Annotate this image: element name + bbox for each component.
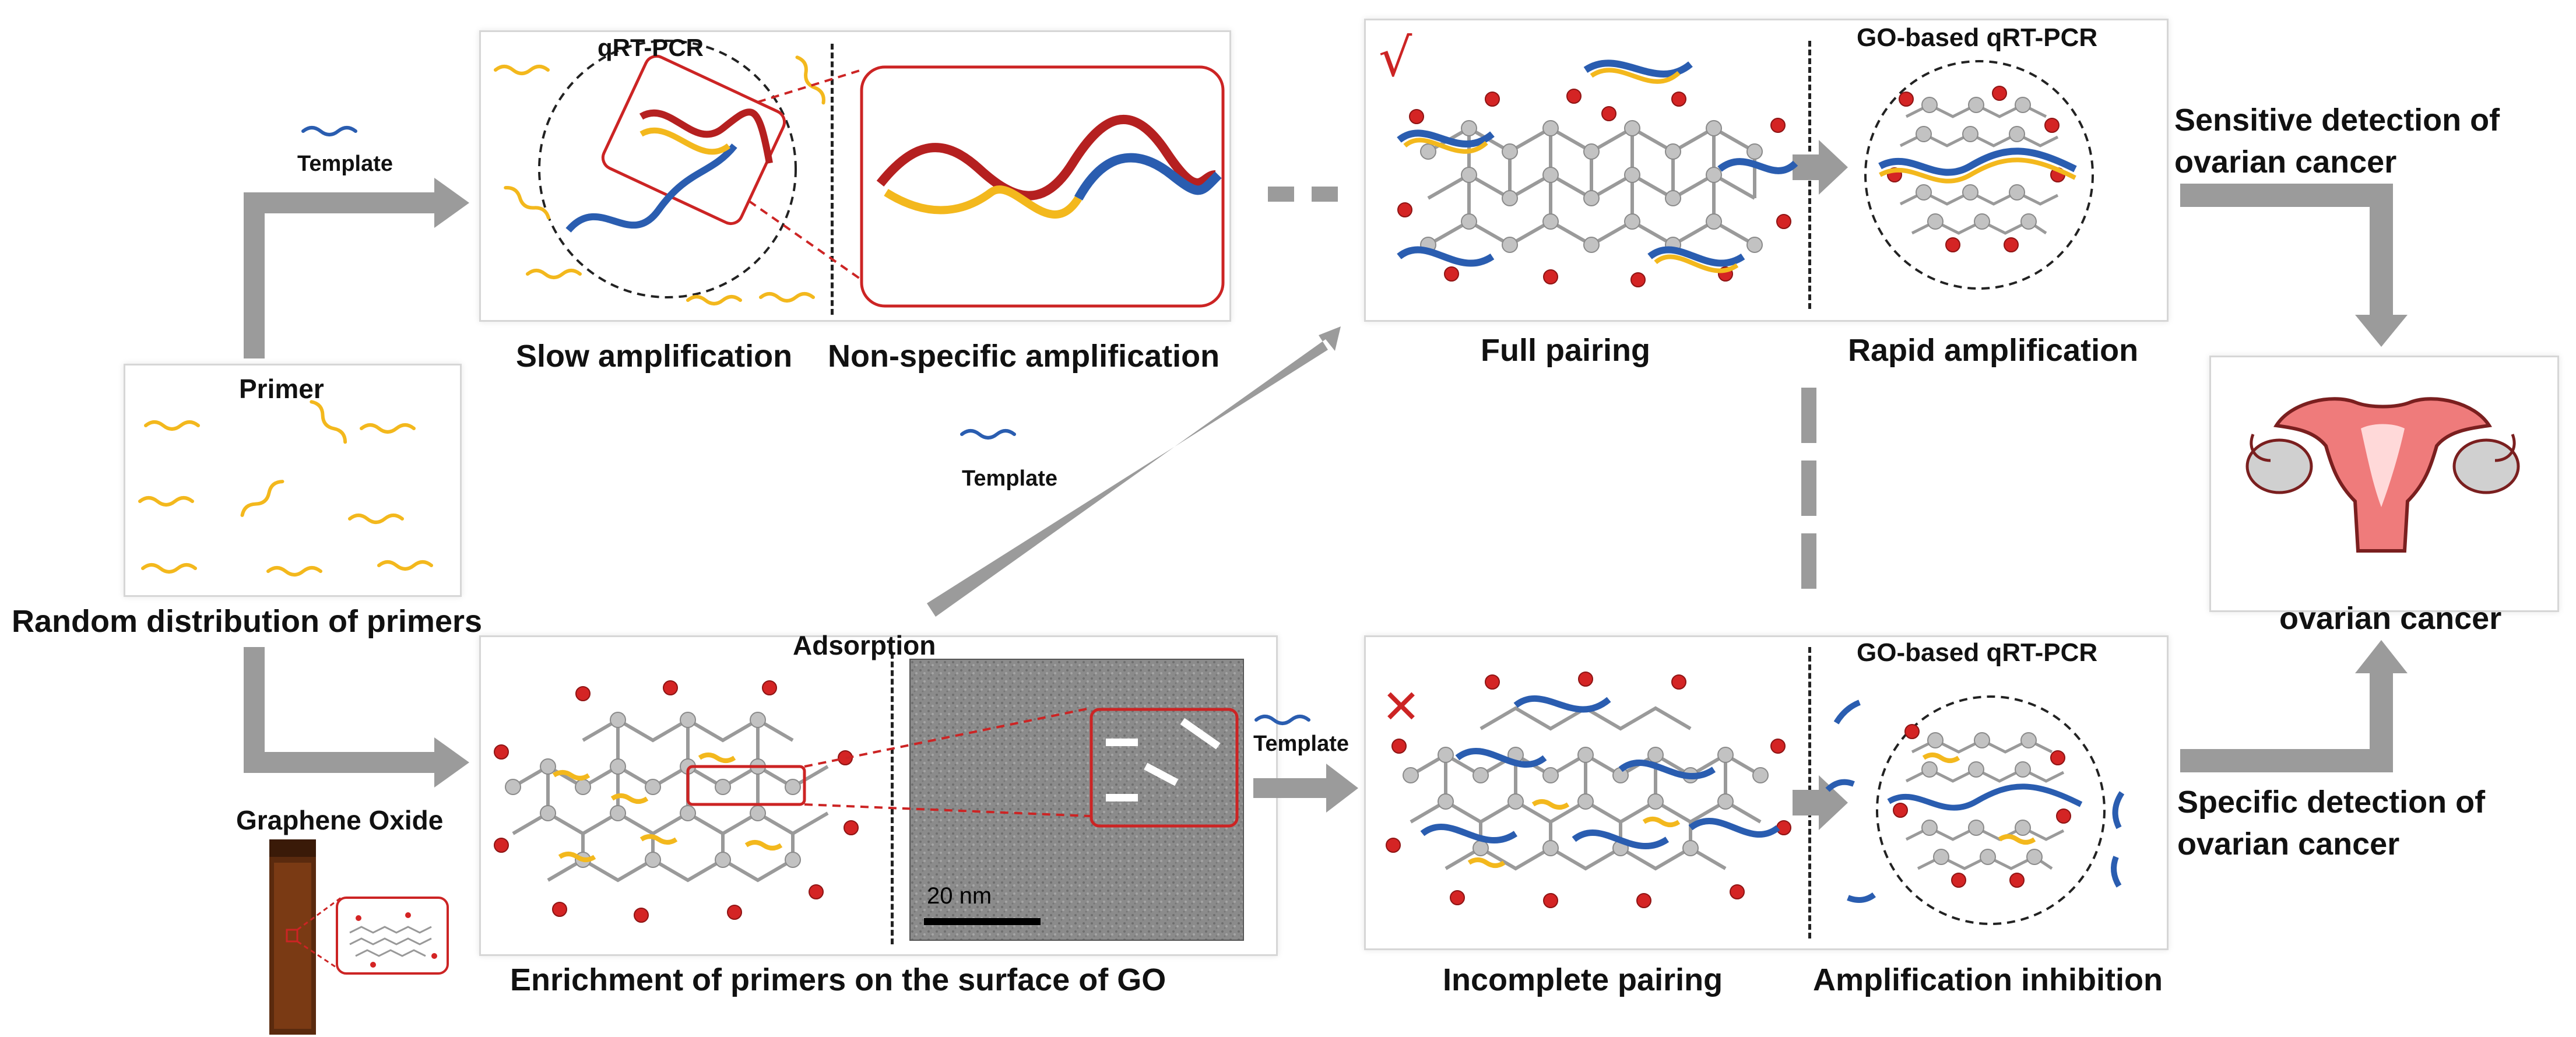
random-distribution-label: Random distribution of primers bbox=[12, 604, 483, 639]
incomplete-pairing-label: Incomplete pairing bbox=[1443, 962, 1723, 997]
divider-adsorption bbox=[891, 653, 894, 944]
rapid-amplification-label: Rapid amplification bbox=[1848, 333, 2139, 368]
tem-image bbox=[909, 659, 1244, 941]
template-label-mid: Template bbox=[962, 466, 1058, 491]
full-pairing-label: Full pairing bbox=[1481, 333, 1650, 368]
incomplete-pairing-panel bbox=[1364, 635, 2169, 950]
go-sheet-top bbox=[1397, 59, 1798, 287]
uterus-illustration bbox=[2245, 397, 2520, 553]
tem-texture bbox=[911, 660, 1243, 940]
scale-bar bbox=[924, 918, 1041, 925]
primer-label: Primer bbox=[239, 374, 324, 404]
divider-qrt bbox=[831, 44, 834, 315]
cross-icon: ✕ bbox=[1382, 680, 1421, 734]
nonspecific-dna-zoom bbox=[876, 114, 1222, 219]
template-label-top: Template bbox=[297, 152, 393, 176]
primer-strands bbox=[140, 400, 431, 575]
scale-bar-label: 20 nm bbox=[927, 883, 992, 909]
graphene-oxide-vial bbox=[269, 839, 449, 1035]
adsorption-label: Adsorption bbox=[793, 630, 936, 660]
flow-arrows bbox=[244, 140, 2408, 830]
qrt-primers bbox=[495, 55, 827, 304]
amplification-inhibition-circle bbox=[1825, 695, 2125, 925]
go-sheet-enrichment bbox=[494, 680, 1091, 923]
rapid-amplification-circle bbox=[1864, 60, 2094, 290]
graphene-oxide-label: Graphene Oxide bbox=[236, 805, 444, 835]
go-based-qrt-pcr-top-label: GO-based qRT-PCR bbox=[1857, 23, 2098, 52]
go-sheet-incomplete bbox=[1386, 672, 1791, 908]
sensitive-detection-label: Sensitive detection of ovarian cancer bbox=[2174, 103, 2500, 180]
primer-panel bbox=[124, 364, 462, 597]
enrichment-label: Enrichment of primers on the surface of … bbox=[510, 962, 1166, 997]
ovarian-cancer-label: ovarian cancer bbox=[2279, 601, 2502, 636]
dashed-connectors bbox=[1268, 187, 1816, 589]
qrt-pcr-circle bbox=[538, 40, 797, 298]
amplification-inhibition-label: Amplification inhibition bbox=[1813, 962, 2163, 997]
specific-detection-label: Specific detection of ovarian cancer bbox=[2177, 785, 2486, 862]
slow-amplification-label: Slow amplification bbox=[516, 339, 793, 374]
go-based-qrt-pcr-bottom-label: GO-based qRT-PCR bbox=[1857, 638, 2098, 667]
check-icon: √ bbox=[1379, 27, 1412, 89]
nonspecific-amplification-label: Non-specific amplification bbox=[828, 339, 1220, 374]
template-label-bottom: Template bbox=[1253, 732, 1349, 756]
qrt-pcr-label: qRT-PCR bbox=[598, 34, 704, 61]
